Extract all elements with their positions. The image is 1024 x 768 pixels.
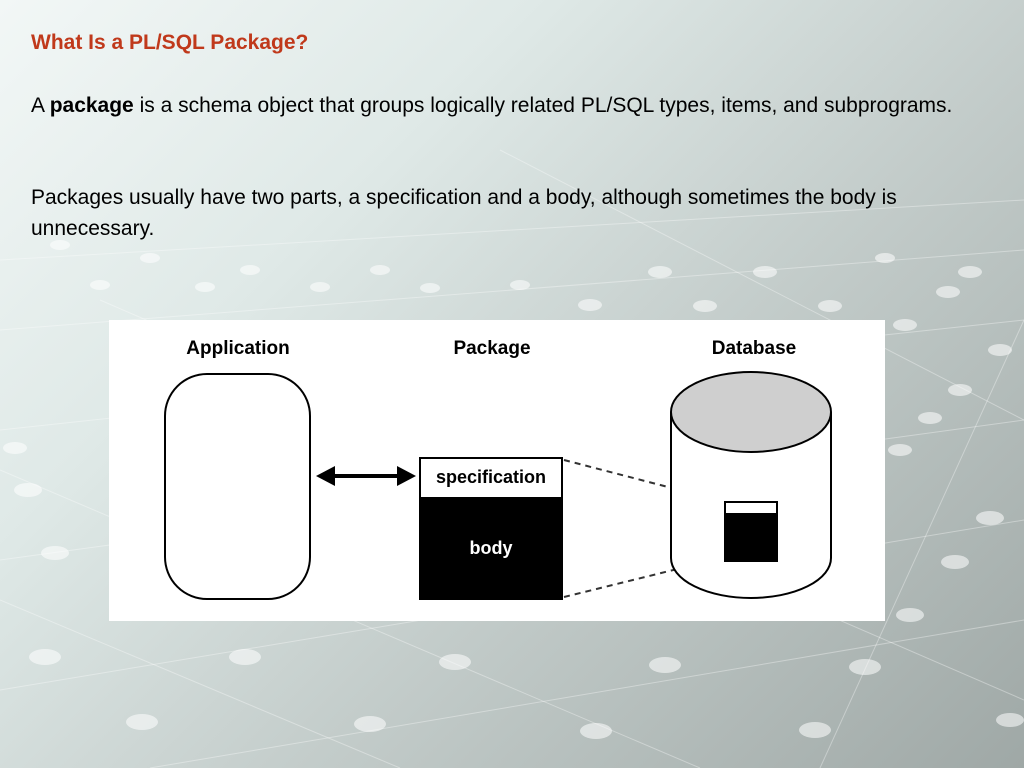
package-keyword: package <box>49 94 134 117</box>
package-label: Package <box>453 338 530 359</box>
database-label: Database <box>712 338 797 359</box>
stored-spec-box <box>724 501 778 515</box>
parts-paragraph: Packages usually have two parts, a speci… <box>31 186 897 240</box>
specification-box <box>419 457 563 499</box>
package-diagram: Application Package Database specificati… <box>109 320 885 621</box>
body-label: body <box>470 538 513 558</box>
application-label: Application <box>186 338 289 359</box>
definition-prefix: A <box>31 94 50 117</box>
stored-body-box <box>724 513 778 562</box>
body-box <box>419 497 563 600</box>
bidirectional-arrow-icon <box>316 466 416 486</box>
database-cylinder-icon <box>670 371 832 599</box>
definition-paragraph: A package is a schema object that groups… <box>31 90 981 121</box>
definition-suffix: is a schema object that groups logically… <box>133 94 953 117</box>
application-shape <box>164 373 311 600</box>
specification-label: specification <box>436 467 546 487</box>
slide-title: What Is a PL/SQL Package? <box>31 31 309 54</box>
